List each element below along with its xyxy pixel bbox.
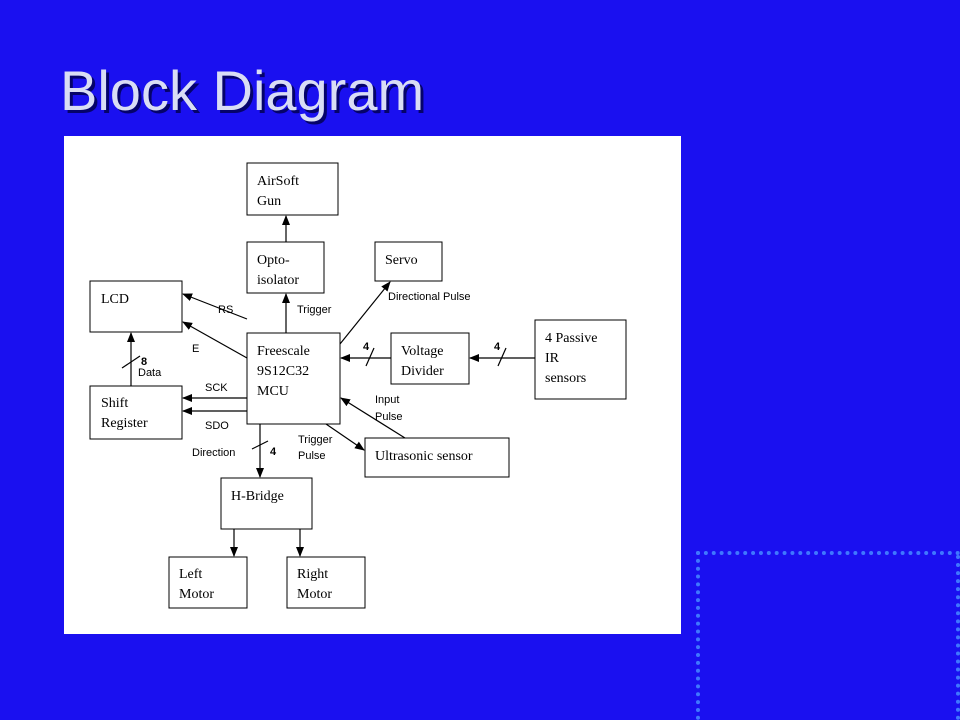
right-motor-label-2: Motor [297,587,332,602]
edge-label-data: Data [138,367,162,379]
voltage-divider-label-1: Voltage [401,344,444,359]
right-motor-label-1: Right [297,567,328,582]
left-motor-label-1: Left [179,567,202,582]
bus-slash-shift-lcd [121,355,141,369]
opto-isolator-label-2: isolator [257,273,299,288]
shift-register-label-2: Register [101,416,148,431]
shift-register-label-1: Shift [101,396,128,411]
opto-isolator-block: Opto- isolator [246,241,325,294]
block-diagram: AirSoft Gun Opto- isolator Servo LCD Fre… [64,136,681,634]
left-motor-block: Left Motor [168,556,248,609]
edge-label-bus-width-vd-mcu: 4 [363,341,370,353]
ir-sensors-label-1: 4 Passive [545,331,598,346]
servo-label: Servo [385,253,418,268]
slide-title: Block Diagram [60,59,425,122]
h-bridge-label: H-Bridge [231,489,284,504]
edge-label-trigger-pulse-1: Trigger [298,434,333,446]
servo-block: Servo [374,241,443,282]
ultrasonic-sensor-block: Ultrasonic sensor [364,437,510,478]
edge-label-e: E [192,343,199,355]
opto-isolator-label-1: Opto- [257,253,290,268]
shift-register-block: Shift Register [89,385,183,440]
mcu-label-1: Freescale [257,344,310,359]
edge-label-trigger-pulse-2: Pulse [298,450,326,462]
edge-label-input-pulse-1: Input [375,394,399,406]
edge-label-sdo: SDO [205,420,229,432]
left-motor-label-2: Motor [179,587,214,602]
airsoft-gun-block: AirSoft Gun [246,162,339,216]
edge-ultrasonic-to-mcu [340,397,406,439]
edge-mcu-to-lcd-e [182,321,248,359]
edge-label-trigger: Trigger [297,304,332,316]
edge-label-input-pulse-2: Pulse [375,411,403,423]
edge-label-directional-pulse: Directional Pulse [388,291,471,303]
ir-sensors-label-3: sensors [545,371,586,386]
edge-label-direction: Direction [192,447,235,459]
ir-sensors-block: 4 Passive IR sensors [534,319,627,400]
h-bridge-block: H-Bridge [220,477,313,530]
edge-label-rs: RS [218,304,233,316]
airsoft-gun-label-1: AirSoft [257,174,299,189]
bus-slash-ir-vd [497,347,507,367]
right-motor-block: Right Motor [286,556,366,609]
mcu-label-2: 9S12C32 [257,364,309,379]
voltage-divider-label-2: Divider [401,364,444,379]
edge-label-bus-width-ir-vd: 4 [494,341,501,353]
lcd-block: LCD [89,280,183,333]
airsoft-gun-label-2: Gun [257,194,281,209]
bus-slash-direction [251,440,269,450]
edge-label-bus-width-direction: 4 [270,446,277,458]
bus-slash-vd-mcu [365,347,375,367]
ultrasonic-sensor-label: Ultrasonic sensor [375,449,473,464]
edge-mcu-to-servo [339,281,391,345]
edge-mcu-to-lcd-rs [182,293,248,320]
edge-mcu-to-ultrasonic [325,423,365,451]
mcu-block: Freescale 9S12C32 MCU [246,332,341,425]
edge-label-sck: SCK [205,382,228,394]
ir-sensors-label-2: IR [545,351,560,366]
voltage-divider-block: Voltage Divider [390,332,470,385]
mcu-label-3: MCU [257,384,289,399]
edge-label-bus-width-shift-lcd: 8 [141,356,147,368]
decorative-dotted-edge [956,555,960,720]
decorative-dotted-frame [696,551,960,720]
lcd-label: LCD [101,292,129,307]
